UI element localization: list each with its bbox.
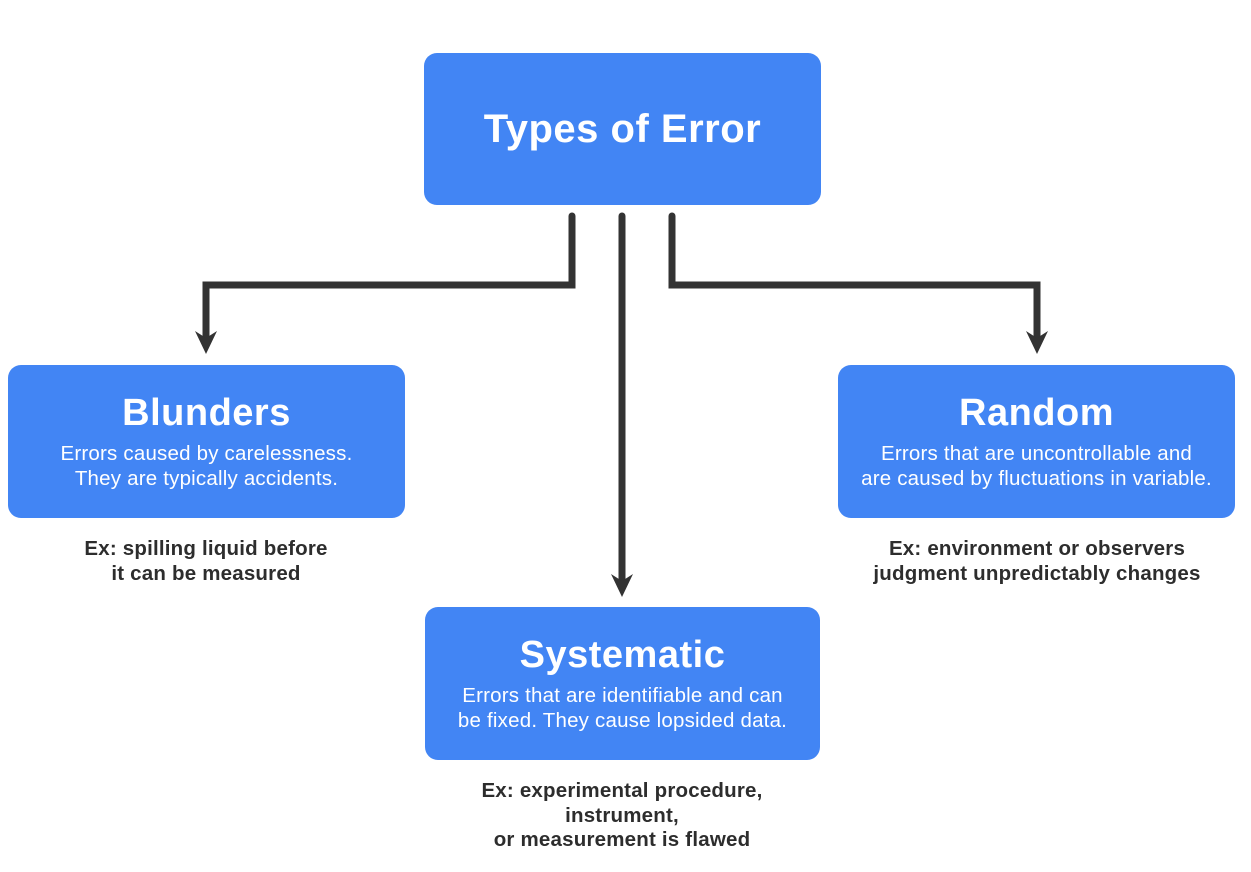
connector-root-to-random [668, 212, 1041, 342]
node-title: Blunders [122, 391, 291, 434]
example-caption-random: Ex: environment or observers judgment un… [873, 537, 1201, 585]
node-title: Types of Error [483, 107, 762, 151]
arrowhead-down-icon [195, 331, 217, 354]
example-caption-blunders: Ex: spilling liquid before it can be mea… [84, 537, 328, 585]
node-types-of-error: Types of Error [424, 53, 821, 205]
node-random: Random Errors that are uncontrollable an… [838, 365, 1235, 518]
node-description: Errors caused by carelessness. They are … [60, 442, 353, 491]
arrowhead-down-icon [1026, 331, 1048, 354]
arrowhead-down-icon [611, 574, 633, 597]
node-description: Errors that are uncontrollable and are c… [861, 442, 1212, 491]
example-caption-systematic: Ex: experimental procedure, instrument, … [481, 779, 763, 852]
node-title: Systematic [519, 633, 726, 676]
connector-root-to-blunders [202, 212, 576, 342]
node-description: Errors that are identifiable and can be … [457, 684, 788, 733]
node-title: Random [959, 391, 1114, 434]
node-systematic: Systematic Errors that are identifiable … [425, 607, 820, 760]
node-blunders: Blunders Errors caused by carelessness. … [8, 365, 405, 518]
